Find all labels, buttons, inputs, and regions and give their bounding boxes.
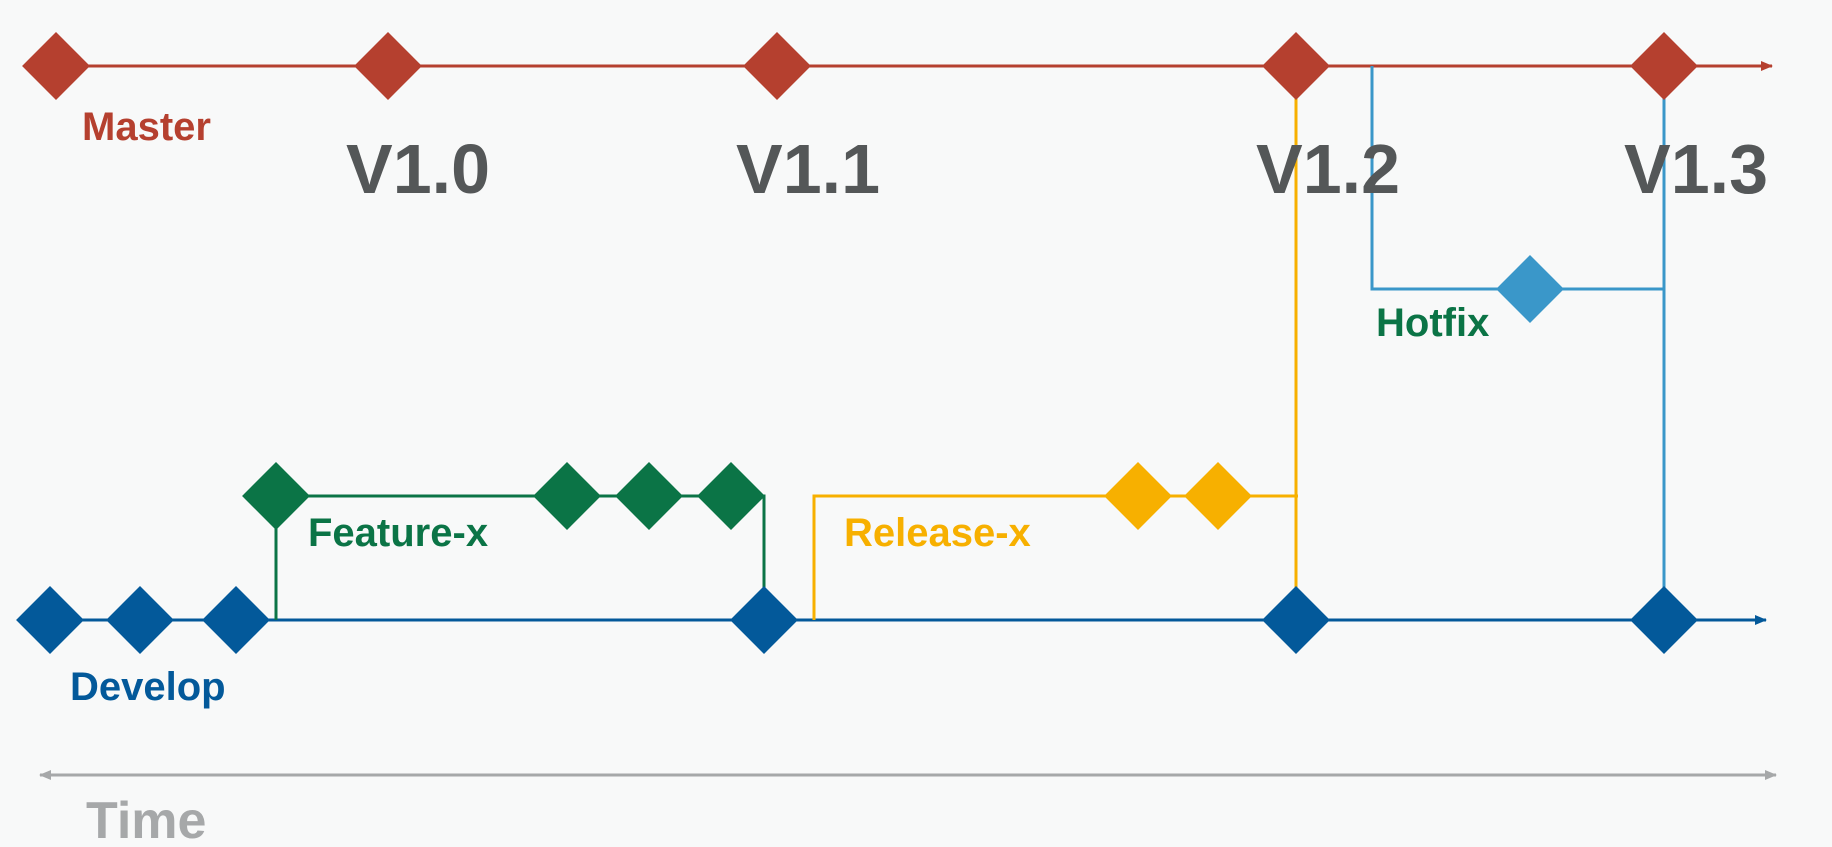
version-label: V1.1 bbox=[736, 130, 880, 208]
feature-branch-line bbox=[274, 494, 766, 620]
version-label: V1.2 bbox=[1256, 130, 1400, 208]
master-commit bbox=[1630, 32, 1698, 100]
develop-commit bbox=[16, 586, 84, 654]
develop-commit bbox=[1262, 586, 1330, 654]
develop-commit bbox=[106, 586, 174, 654]
feature-label: Feature-x bbox=[308, 511, 488, 555]
master-commit bbox=[1262, 32, 1330, 100]
release-commit bbox=[1184, 462, 1252, 530]
master-commit bbox=[22, 32, 90, 100]
develop-label: Develop bbox=[70, 665, 226, 709]
hotfix-commit bbox=[1496, 255, 1564, 323]
feature-commit bbox=[615, 462, 683, 530]
develop-commit bbox=[202, 586, 270, 654]
develop-commit bbox=[1630, 586, 1698, 654]
version-label: V1.3 bbox=[1624, 130, 1768, 208]
time-axis-label: Time bbox=[86, 792, 206, 847]
hotfix-label: Hotfix bbox=[1376, 301, 1489, 345]
develop-commit bbox=[730, 586, 798, 654]
hotfix-branch-line bbox=[1370, 66, 1664, 291]
release-commit bbox=[1104, 462, 1172, 530]
feature-commit bbox=[697, 462, 765, 530]
version-label: V1.0 bbox=[346, 130, 490, 208]
master-commit bbox=[354, 32, 422, 100]
master-commit bbox=[743, 32, 811, 100]
feature-commit bbox=[533, 462, 601, 530]
feature-commit bbox=[242, 462, 310, 530]
master-label: Master bbox=[82, 105, 211, 149]
release-label: Release-x bbox=[844, 511, 1031, 555]
